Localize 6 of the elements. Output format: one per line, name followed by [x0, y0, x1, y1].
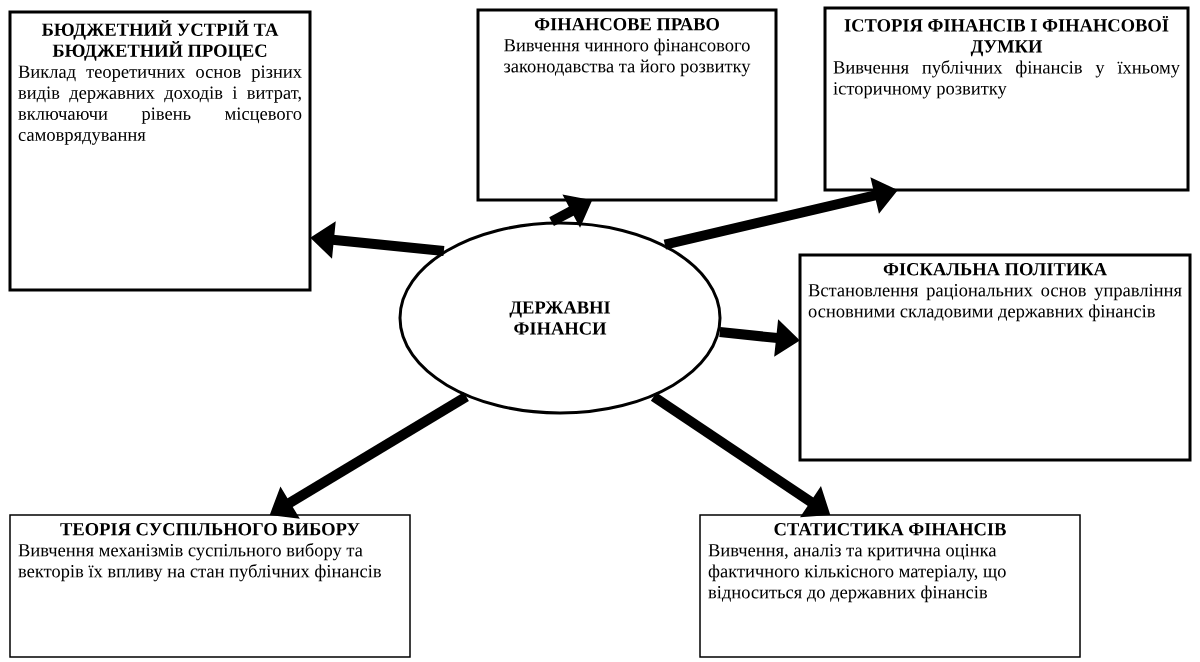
topic-box: ТЕОРІЯ СУСПІЛЬНОГО ВИБОРУ Вивчення механізмів суспільного вибору та векторів їх впливу на стан публічних фінансів — [9, 514, 411, 658]
topic-box: ФІСКАЛЬНА ПОЛІТИКА Встановлення раціональних основ управління основними складовими державних фінансів — [798, 253, 1192, 462]
topic-box: СТАТИСТИКА ФІНАНСІВ Вивчення, аналіз та критична оцінка фактичного кількісного матеріалу, що відноситься до державних фінансів — [699, 514, 1081, 658]
topic-box: ФІНАНСОВЕ ПРАВО Вивчення чинного фінансового законодавства та його розвитку — [476, 8, 778, 202]
topic-box: ІСТОРІЯ ФІНАНСІВ І ФІНАНСОВОЇ ДУМКИ Вивчення публічних фінансів у їхньому історичному розвитку — [823, 6, 1190, 192]
topic-box: БЮДЖЕТНИЙ УСТРІЙ ТА БЮДЖЕТНИЙ ПРОЦЕС Виклад теоретичних основ різних видів державних доходів і витрат, включаючи рівень місцевого самоврядування — [8, 10, 312, 292]
